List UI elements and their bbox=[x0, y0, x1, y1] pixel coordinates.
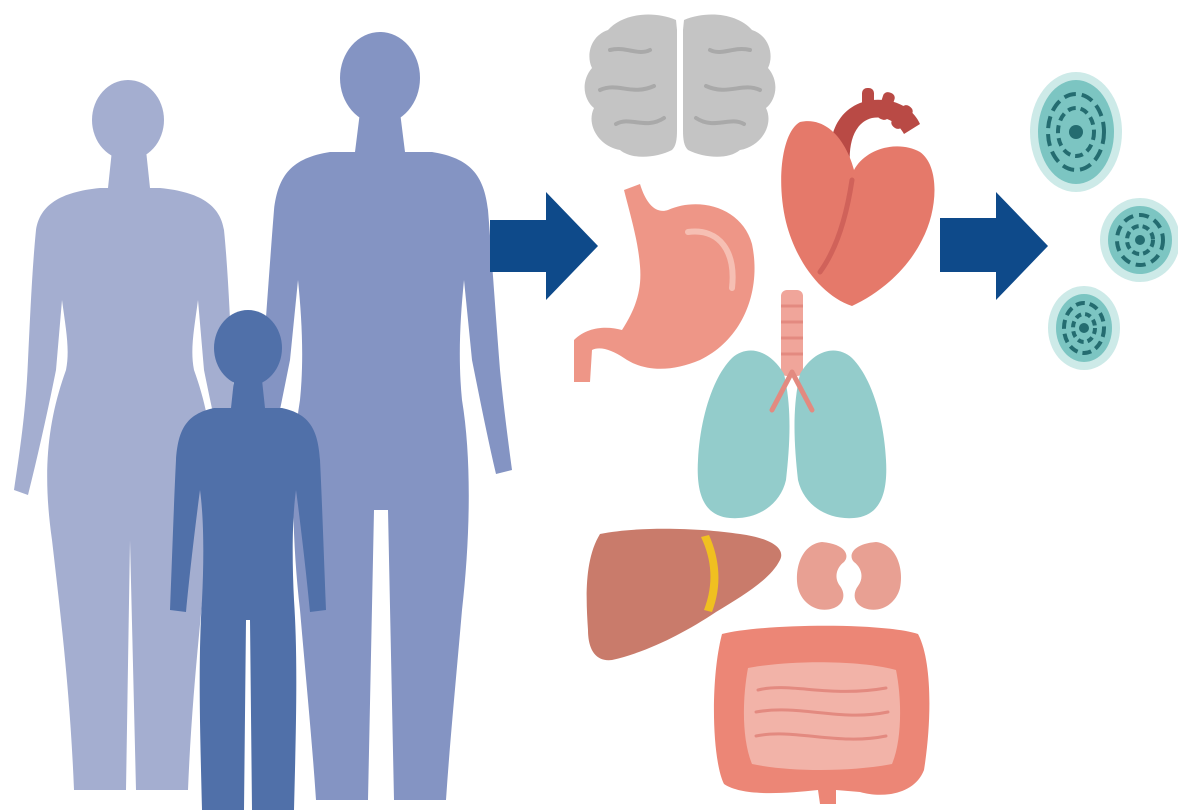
stomach-icon bbox=[574, 184, 755, 382]
lungs-icon bbox=[698, 351, 887, 519]
heart-icon bbox=[781, 88, 934, 306]
arrow-right-icon bbox=[940, 192, 1048, 300]
kidneys-icon bbox=[797, 542, 901, 610]
arrow-right-icon bbox=[490, 192, 598, 300]
organs-group bbox=[574, 15, 935, 804]
cell-icon bbox=[1100, 198, 1178, 282]
intestine-icon bbox=[714, 626, 929, 804]
organisms-group bbox=[14, 32, 512, 810]
cell-icon bbox=[1048, 286, 1120, 370]
brain-icon bbox=[585, 15, 776, 157]
trachea-icon bbox=[781, 290, 803, 376]
cell-icon bbox=[1030, 72, 1122, 192]
cells-group bbox=[1030, 72, 1178, 370]
